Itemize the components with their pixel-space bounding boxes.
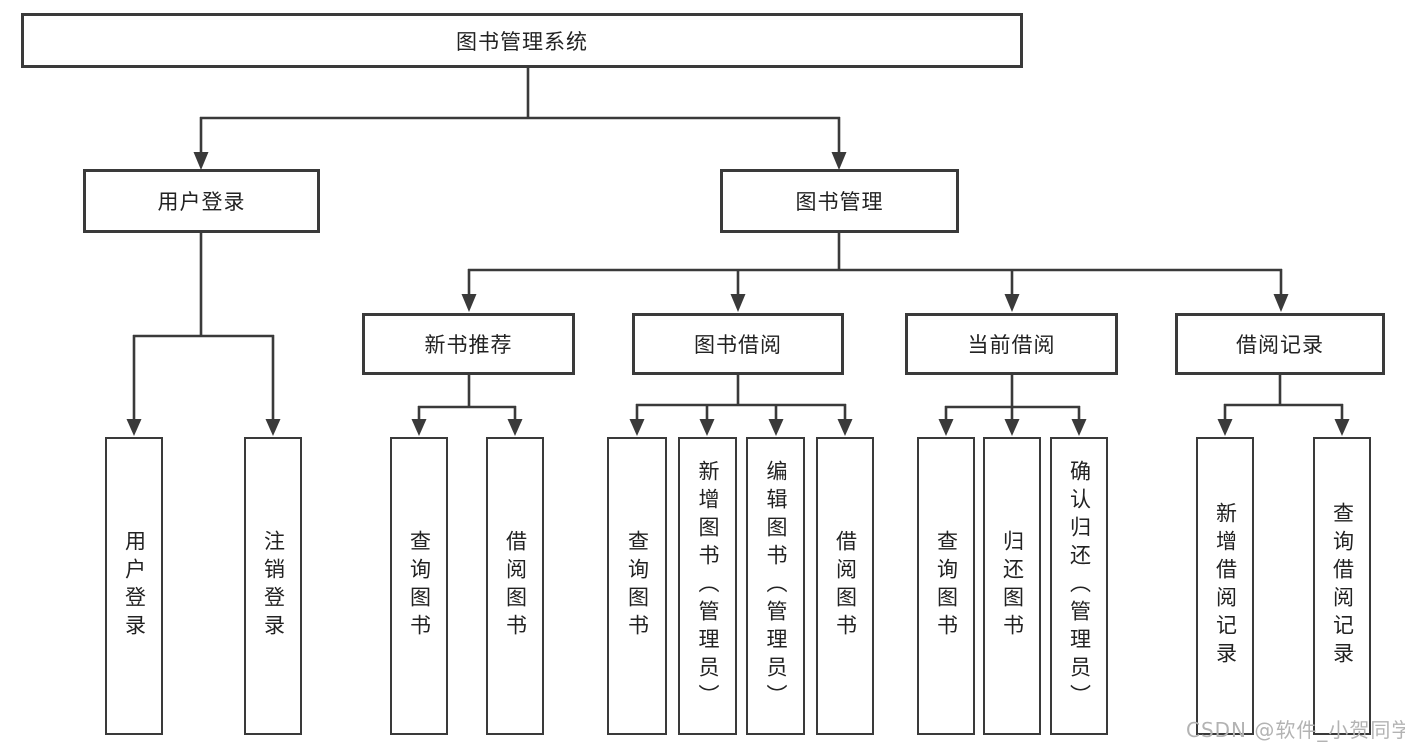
leaf-query-book-current: 查询图书 [917, 437, 975, 735]
node-root-label: 图书管理系统 [456, 29, 588, 54]
node-user-login: 用户登录 [83, 169, 320, 233]
leaf-borrow-book-recommend: 借阅图书 [486, 437, 544, 735]
leaf-confirm-return-admin: 确认归还（管理员） [1050, 437, 1108, 735]
leaf-edit-book-admin: 编辑图书（管理员） [746, 437, 805, 735]
leaf-query-borrow-record: 查询借阅记录 [1313, 437, 1371, 735]
node-new-book-recommend-label: 新书推荐 [424, 333, 513, 357]
leaf-borrow-book: 借阅图书 [816, 437, 874, 735]
node-book-management-label: 图书管理 [795, 190, 884, 214]
watermark: CSDN @软件_小贺同学 [1186, 718, 1405, 742]
leaf-return-book: 归还图书 [983, 437, 1041, 735]
leaf-user-login: 用户登录 [105, 437, 163, 735]
leaf-add-borrow-record: 新增借阅记录 [1196, 437, 1254, 735]
leaf-add-book-admin: 新增图书（管理员） [678, 437, 737, 735]
node-user-login-label: 用户登录 [157, 190, 246, 214]
node-root: 图书管理系统 [21, 13, 1023, 68]
leaf-query-book-recommend: 查询图书 [390, 437, 448, 735]
leaf-query-book-borrow: 查询图书 [607, 437, 667, 735]
node-current-borrow: 当前借阅 [905, 313, 1118, 375]
node-borrow-records: 借阅记录 [1175, 313, 1385, 375]
node-new-book-recommend: 新书推荐 [362, 313, 575, 375]
node-borrow-records-label: 借阅记录 [1236, 333, 1324, 357]
node-book-management: 图书管理 [720, 169, 959, 233]
node-book-borrow: 图书借阅 [632, 313, 844, 375]
node-current-borrow-label: 当前借阅 [967, 333, 1056, 357]
leaf-logout: 注销登录 [244, 437, 302, 735]
node-book-borrow-label: 图书借阅 [694, 333, 782, 357]
